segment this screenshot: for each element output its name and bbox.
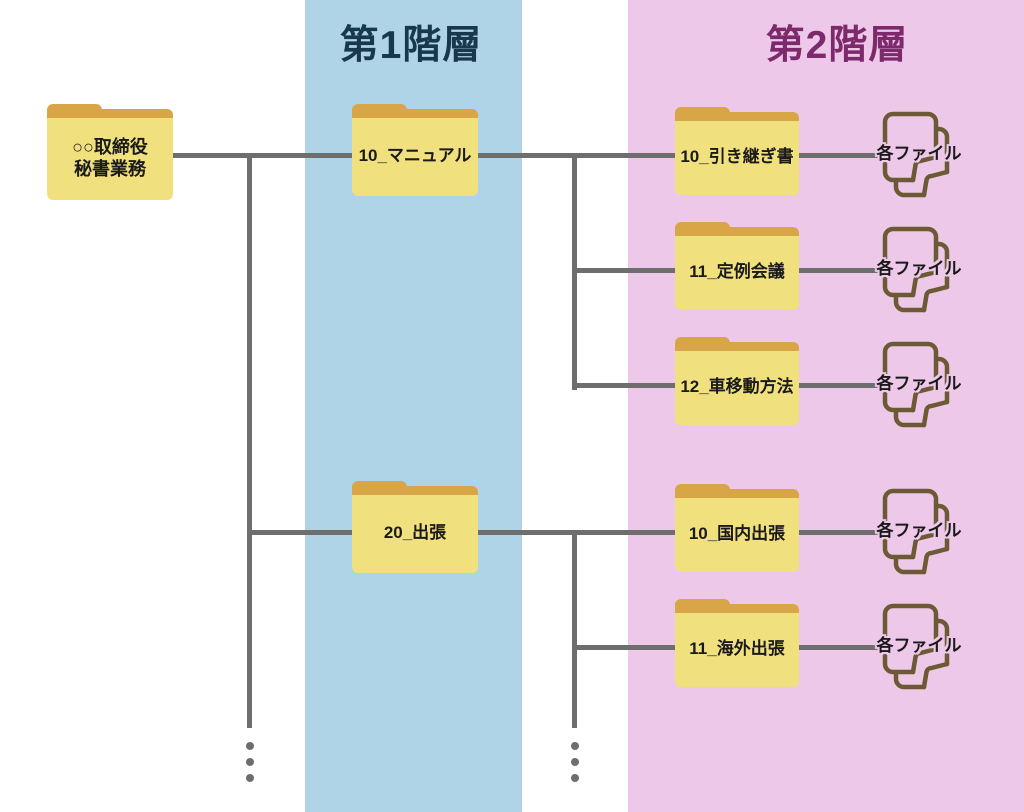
connector-folder1-to-files [795,153,884,158]
stacked-documents-icon [882,111,950,198]
folder-label: 12_車移動方法 [675,351,799,425]
folder-tab-icon [352,104,407,118]
connector-trip-to-level2 [476,530,678,535]
folder-tab-icon [352,481,407,495]
folder-label: 20_出張 [352,495,478,573]
folder-level2-meeting: 11_定例会議 [675,222,799,310]
files-label: 各ファイル [876,259,962,278]
folder-root-label-line1: ○○取締役 [72,136,148,157]
folder-root-label-line2: 秘書業務 [74,158,146,179]
connector-trip-trunk [572,530,577,728]
stacked-documents-icon [882,341,950,428]
level2-column-title: 第2階層 [765,24,909,67]
connector-manual-to-level2 [476,153,678,158]
folder-label: 11_定例会議 [675,236,799,310]
folder-tab-icon [675,107,730,121]
folder-level2-handover: 10_引き継ぎ書 [675,107,799,195]
folder-level2-domestic: 10_国内出張 [675,484,799,572]
files-label: 各ファイル [876,144,962,163]
connector-folder3-to-files [795,383,884,388]
folder-label: 10_引き継ぎ書 [675,121,799,195]
folder-tab-icon [47,104,102,118]
folder-back [675,604,799,613]
folder-back [675,227,799,236]
files-group-2: 各ファイル [877,226,962,316]
files-label: 各ファイル [876,636,962,655]
folder-tab-icon [675,337,730,351]
stacked-documents-icon [882,603,950,690]
folder-label-text: 11_海外出張 [689,638,785,658]
folder-tab-icon [675,484,730,498]
folder-label-text: 20_出張 [383,522,447,542]
folder-label-text: 10_マニュアル [358,145,472,165]
connector-folder4-to-files [795,530,884,535]
files-group-4: 各ファイル [877,488,962,578]
stacked-documents-icon [882,226,950,313]
files-label: 各ファイル [876,374,962,393]
dot-icon [571,774,579,782]
folder-back [675,489,799,498]
folder-back [352,486,478,495]
folder-label-text: 11_定例会議 [689,261,785,281]
folder-label-text: 10_引き継ぎ書 [680,146,794,166]
folder-tab-icon [675,599,730,613]
folder-back [47,109,173,118]
connector-folder2-to-files [795,268,884,273]
connector-branch-car [572,383,678,388]
folder-level1-trip: 20_出張 [352,481,478,573]
files-group-5: 各ファイル [877,603,962,693]
folder-level2-car: 12_車移動方法 [675,337,799,425]
folder-label-text: 12_車移動方法 [680,376,794,396]
connector-root-to-level1 [172,153,354,158]
connector-folder5-to-files [795,645,884,650]
folder-tab-icon [675,222,730,236]
dot-icon [246,758,254,766]
dot-icon [246,742,254,750]
folder-back [675,342,799,351]
stacked-documents-icon [882,488,950,575]
connector-branch-overseas [572,645,678,650]
dot-icon [246,774,254,782]
folder-label: 11_海外出張 [675,613,799,687]
level1-column-title: 第1階層 [339,24,483,67]
folder-label: 10_国内出張 [675,498,799,572]
folder-label: 10_マニュアル [352,118,478,196]
folder-root-label: ○○取締役 秘書業務 [47,118,173,200]
folder-level2-overseas: 11_海外出張 [675,599,799,687]
files-group-3: 各ファイル [877,341,962,431]
folder-root: ○○取締役 秘書業務 [47,104,173,200]
files-label: 各ファイル [876,521,962,540]
files-group-1: 各ファイル [877,111,962,201]
connector-branch-meeting [572,268,678,273]
connector-root-trunk [247,153,252,728]
dot-icon [571,742,579,750]
folder-label-text: 10_国内出張 [688,523,786,543]
connector-branch-trip [247,530,354,535]
folder-level1-manual: 10_マニュアル [352,104,478,196]
folder-back [675,112,799,121]
folder-back [352,109,478,118]
dot-icon [571,758,579,766]
